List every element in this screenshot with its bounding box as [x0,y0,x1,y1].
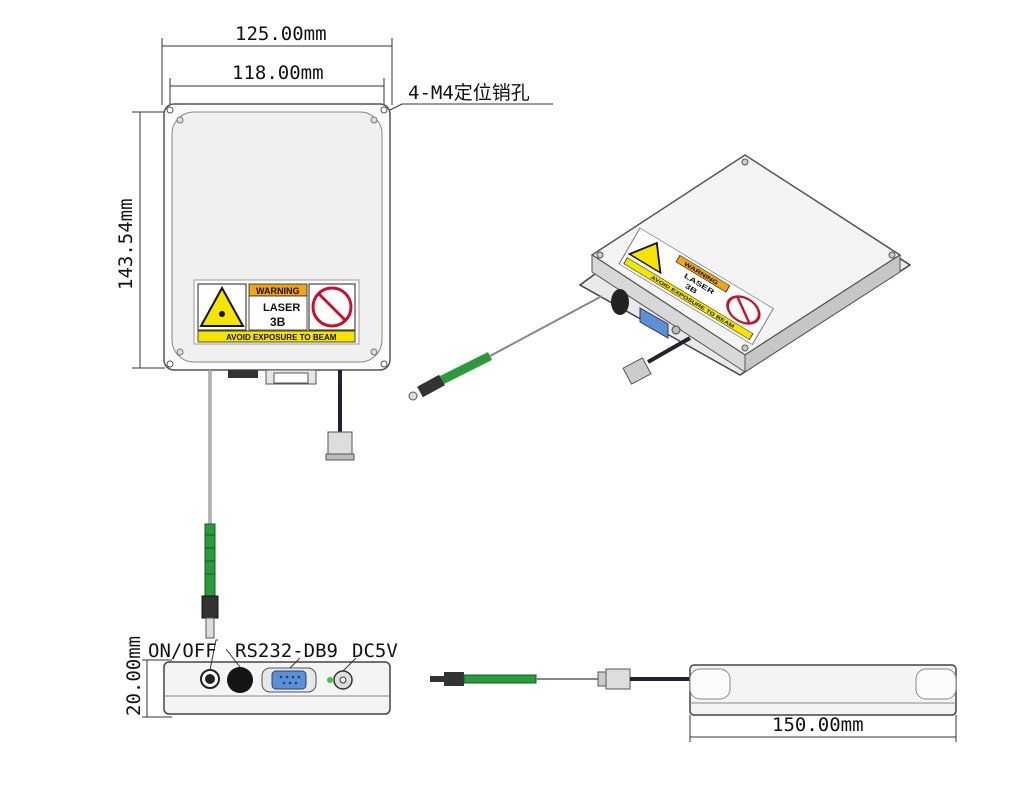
dim-125-label: 125.00mm [235,23,327,45]
screw-icon [370,348,378,356]
warning-label: WARNING LASER 3B AVOID EXPOSURE TO BEAM [193,279,360,345]
no-eye-exposure-icon [726,295,761,325]
laser-class-line2: 3B [270,315,286,329]
side-dc-plug [605,668,631,690]
status-led [327,677,333,683]
side-fiber-strain-relief [463,674,537,684]
db9-connector [271,670,307,690]
iso-switch [611,289,629,315]
laser-hazard-icon [627,241,662,275]
iso-side-face [744,254,901,373]
screw-icon [596,251,604,259]
screw-icon [888,251,896,259]
screw-icon [370,116,378,124]
screw-icon [176,116,184,124]
side-fc-connector [444,672,464,686]
iso-fiber-cable [489,295,603,357]
dc-plug [327,431,353,455]
isometric-view: WARNING LASER 3B AVOID EXPOSURE TO BEAM [408,154,912,401]
switch-stub [228,370,258,378]
laser-hazard-icon [199,285,245,327]
no-eye-exposure-icon [311,286,353,328]
port-side-view: 20.00mm ON/OFF RS232-DB9 DC5V [123,636,398,718]
on-off-label: ON/OFF [148,640,217,662]
laser-class-line1: LASER [263,302,300,314]
side-view: 150.00mm [430,664,957,742]
iso-fc-connector [417,374,445,398]
pin-hole [380,360,388,368]
iso-db9 [639,307,669,339]
pin-hole [380,106,388,114]
screw-icon [176,348,184,356]
fc-connector [201,595,219,619]
screw-icon [741,344,749,352]
dim-20-label: 20.00mm [123,636,145,716]
iso-power-cable [647,336,691,364]
pin-hole-leader [385,103,553,113]
dim-118-label: 118.00mm [232,62,324,84]
on-off-switch [227,667,253,693]
screw-icon [741,158,749,166]
warning-header: WARNING [256,286,300,296]
rs232-label: RS232-DB9 [235,640,338,662]
iso-dc-plug [622,357,652,385]
iso-fiber-strain-relief [439,351,493,385]
dim-143-label: 143.54mm [115,198,137,290]
dim-150-label: 150.00mm [772,714,864,736]
dc5v-label: DC5V [352,640,398,662]
pin-hole [166,106,174,114]
warning-footer: AVOID EXPOSURE TO BEAM [226,333,337,342]
pin-hole [166,360,174,368]
pin-hole-label: 4-M4定位销孔 [408,82,530,104]
front-view: 125.00mm 118.00mm 4-M4定位销孔 143.54mm [115,23,553,639]
